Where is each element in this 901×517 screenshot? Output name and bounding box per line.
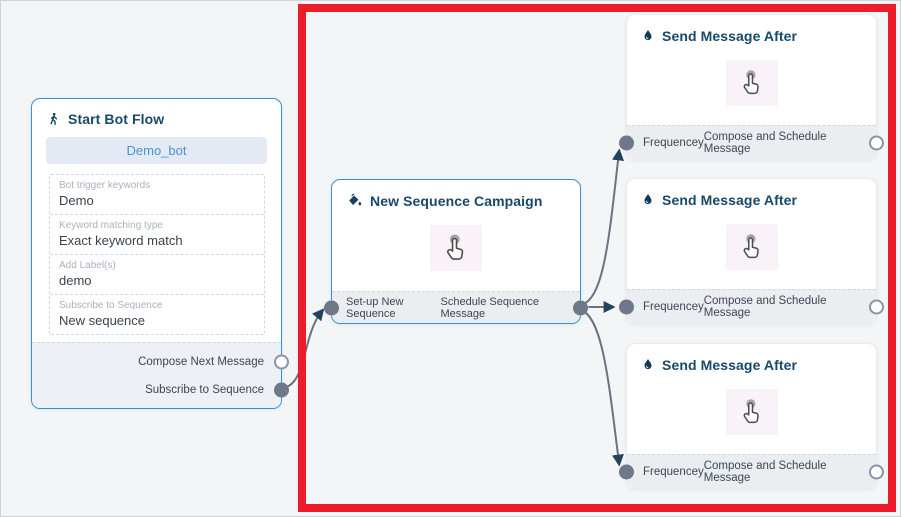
tap-hand-icon[interactable] xyxy=(725,224,778,270)
frequency-label: Frequencey xyxy=(643,136,704,149)
send-message-title: Send Message After xyxy=(662,191,798,208)
compose-schedule-output-port[interactable] xyxy=(869,299,884,314)
field-bot-trigger-keywords[interactable]: Bot trigger keywords Demo xyxy=(59,180,151,208)
output-subscribe-to-sequence: Subscribe to Sequence xyxy=(32,376,289,404)
compose-schedule-output-port[interactable] xyxy=(869,464,884,479)
edge-campaign-to-msg3 xyxy=(580,309,624,467)
frequency-label: Frequencey xyxy=(643,465,704,478)
campaign-ports-bar: Set-up New Sequence Schedule Sequence Me… xyxy=(324,291,588,323)
send-message-header: Send Message After xyxy=(627,344,876,379)
start-bot-flow-title: Start Bot Flow xyxy=(68,111,165,127)
campaign-input-port[interactable] xyxy=(324,300,339,315)
send-message-ports-bar: Frequencey Compose and Schedule Message xyxy=(619,125,884,159)
subscribe-to-sequence-port[interactable] xyxy=(274,382,289,398)
water-drop-icon xyxy=(641,356,655,373)
tap-hand-icon[interactable] xyxy=(725,389,778,435)
start-bot-flow-header: Start Bot Flow xyxy=(32,99,281,133)
compose-schedule-label: Compose and Schedule Message xyxy=(703,294,827,319)
edge-subscribe-to-campaign xyxy=(281,308,325,389)
campaign-title: New Sequence Campaign xyxy=(370,192,543,209)
send-message-ports-bar: Frequencey Compose and Schedule Message xyxy=(619,454,884,488)
paint-bucket-icon xyxy=(346,192,363,209)
send-message-title: Send Message After xyxy=(662,356,798,373)
send-message-header: Send Message After xyxy=(627,179,876,214)
output-compose-next-message: Compose Next Message xyxy=(32,348,289,376)
send-message-body[interactable] xyxy=(627,214,876,280)
frequency-input-port[interactable] xyxy=(619,464,634,479)
frequency-input-port[interactable] xyxy=(619,299,634,314)
send-message-body[interactable] xyxy=(627,50,876,116)
setup-new-sequence-label: Set-up New Sequence xyxy=(346,295,404,320)
frequency-input-port[interactable] xyxy=(619,135,634,150)
start-bot-flow-fields: Bot trigger keywords Demo Keyword matchi… xyxy=(49,174,265,335)
send-message-after-node-3[interactable]: Send Message After Frequencey Compose an… xyxy=(619,343,884,489)
start-bot-flow-outputs: Compose Next Message Subscribe to Sequen… xyxy=(32,342,289,408)
send-message-title: Send Message After xyxy=(662,27,798,44)
field-subscribe-to-sequence[interactable]: Subscribe to Sequence New sequence xyxy=(50,294,264,334)
compose-next-message-port[interactable] xyxy=(274,354,289,370)
compose-schedule-label: Compose and Schedule Message xyxy=(703,459,827,484)
edge-campaign-to-msg1 xyxy=(580,148,625,306)
campaign-output-port[interactable] xyxy=(573,300,588,315)
tap-hand-icon[interactable] xyxy=(430,225,482,271)
send-message-body[interactable] xyxy=(627,379,876,445)
send-message-after-node-2[interactable]: Send Message After Frequencey Compose an… xyxy=(619,178,884,324)
start-bot-flow-node[interactable]: Start Bot Flow Demo_bot Bot trigger keyw… xyxy=(31,98,289,409)
compose-schedule-output-port[interactable] xyxy=(869,135,884,150)
send-message-after-node-1[interactable]: Send Message After Frequencey Compose an… xyxy=(619,14,884,160)
walking-person-icon xyxy=(46,111,61,127)
tap-hand-icon[interactable] xyxy=(725,60,778,106)
water-drop-icon xyxy=(641,191,655,208)
schedule-sequence-message-label: Schedule Sequence Message xyxy=(440,295,539,320)
field-add-labels[interactable]: Add Label(s) demo xyxy=(50,254,264,294)
water-drop-icon xyxy=(641,27,655,44)
campaign-header: New Sequence Campaign xyxy=(332,180,580,215)
campaign-body[interactable] xyxy=(332,215,580,281)
new-sequence-campaign-node[interactable]: New Sequence Campaign Set-up New Sequenc… xyxy=(324,179,588,324)
bot-name-button[interactable]: Demo_bot xyxy=(46,137,267,164)
send-message-header: Send Message After xyxy=(627,15,876,50)
send-message-ports-bar: Frequencey Compose and Schedule Message xyxy=(619,289,884,323)
frequency-label: Frequencey xyxy=(643,300,704,313)
field-keyword-matching-type[interactable]: Keyword matching type Exact keyword matc… xyxy=(50,214,264,254)
compose-schedule-label: Compose and Schedule Message xyxy=(703,130,827,155)
